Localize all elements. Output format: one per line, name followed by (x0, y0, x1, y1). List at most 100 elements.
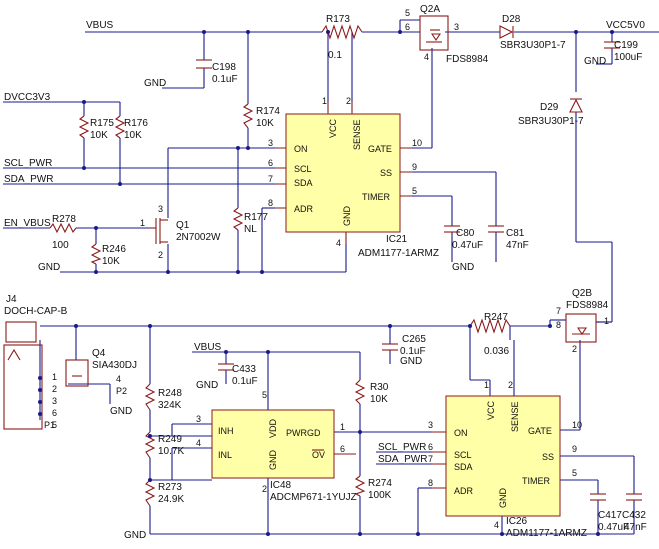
ic21-pin9: 9 (412, 162, 417, 172)
c199[interactable]: C199 100uF (604, 40, 642, 63)
r174-ref: R174 (256, 106, 280, 117)
c417[interactable]: C417 0.47uF (590, 493, 629, 533)
ic26-on-label: ON (454, 428, 468, 438)
r173[interactable]: R173 0.1 (321, 14, 363, 61)
ic48[interactable]: INH INL VDD GND PWRGD OV 3 4 5 2 1 6 IC4… (196, 390, 357, 503)
q2b-value: FDS8984 (566, 300, 609, 311)
r247[interactable]: R247 0.036 (469, 312, 511, 357)
j4-pin6: 6 (52, 408, 57, 418)
ic26-sense-label: SENSE (510, 401, 520, 432)
j4-pin2: 2 (52, 384, 57, 394)
ic26[interactable]: ON SCL SDA ADR VCC SENSE GND GATE SS TIM… (428, 380, 587, 539)
ic26-pin3: 3 (428, 420, 433, 430)
ic48-gnd-label: GND (268, 450, 278, 471)
net-gnd-q4: GND (110, 406, 132, 417)
q1-pin3: 3 (158, 204, 163, 214)
ic48-value: ADCMP671-1YUJZ (270, 492, 357, 503)
r176-value: 10K (124, 130, 142, 141)
ic21-pin4: 4 (336, 238, 341, 248)
q4-pin4: 4 (116, 374, 121, 384)
ic26-pin8: 8 (428, 478, 433, 488)
ic48-pin1: 1 (340, 422, 345, 432)
net-sda-pwr-bottom: SDA_PWR (378, 454, 427, 465)
r173-value: 0.1 (328, 50, 342, 61)
c432-value: 47nF (624, 522, 647, 533)
q1-pin2: 2 (158, 250, 163, 260)
r30[interactable]: R30 10K (354, 379, 389, 405)
d28[interactable]: D28 SBR3U30P1-7 (499, 14, 566, 51)
ic48-pin5: 5 (262, 390, 267, 400)
q4-value: SIA430DJ (92, 360, 137, 371)
r248[interactable]: R248 324K (144, 383, 182, 411)
bottom-junctions (38, 324, 600, 536)
net-scl-pwr-bottom: SCL_PWR (378, 442, 426, 453)
ic48-inl-label: INL (218, 450, 232, 460)
r278[interactable]: R278 100 (49, 214, 77, 251)
r175[interactable]: R175 10K (78, 115, 114, 141)
ic48-pin2: 2 (262, 484, 267, 494)
c198-value: 0.1uF (212, 74, 238, 85)
r177-value: NL (244, 224, 257, 235)
r278-value: 100 (52, 240, 69, 251)
q2a-pin3: 3 (454, 22, 459, 32)
c81[interactable]: C81 47nF (488, 225, 529, 251)
r177[interactable]: R177 NL (232, 207, 268, 235)
c198[interactable]: C198 0.1uF (196, 59, 238, 85)
r247-value: 0.036 (484, 346, 509, 357)
c265-ref: C265 (402, 334, 426, 345)
r30-ref: R30 (370, 382, 389, 393)
r249-ref: R249 (158, 434, 182, 445)
r274-value: 100K (368, 490, 392, 501)
ic26-pin5: 5 (572, 468, 577, 478)
q1[interactable]: 1 3 2 Q1 2N7002W (140, 204, 221, 260)
ic48-pwrgd-label: PWRGD (286, 428, 321, 438)
q2a[interactable]: 5 6 3 4 Q2A FDS8984 (405, 4, 489, 65)
q2b-pin7: 7 (556, 306, 561, 316)
r173-ref: R173 (326, 14, 350, 25)
ic21-pin3: 3 (268, 138, 273, 148)
c432-ref: C432 (622, 510, 646, 521)
ic26-gnd-label: GND (498, 488, 508, 509)
r176[interactable]: R176 10K (114, 115, 148, 141)
ic21-adr-label: ADR (294, 204, 314, 214)
r247-ref: R247 (484, 312, 508, 323)
top-junctions (82, 30, 614, 274)
ic21[interactable]: ON SCL SDA ADR VCC SENSE GND GATE SS TIM… (268, 96, 439, 259)
ic26-ss-label: SS (542, 452, 554, 462)
r274[interactable]: R274 100K (354, 475, 392, 501)
ic26-timer-label: TIMER (522, 476, 550, 486)
ic21-on-label: ON (294, 144, 308, 154)
r174[interactable]: R174 10K (242, 103, 280, 129)
d29[interactable]: D29 SBR3U30P1-7 (518, 98, 584, 127)
ic48-ov-label: OV (312, 450, 325, 460)
c265[interactable]: C265 0.1uF (382, 334, 426, 357)
q2b[interactable]: Q2B FDS8984 7 8 1 2 (556, 288, 609, 354)
ic26-adr-label: ADR (454, 486, 474, 496)
c432[interactable]: C432 47nF (622, 493, 647, 533)
q1-ref: Q1 (176, 220, 190, 231)
q2a-value: FDS8984 (446, 54, 489, 65)
net-gnd-c433: GND (196, 380, 218, 391)
j4-pin5: 5 (52, 420, 57, 430)
top-wires (3, 19, 659, 323)
r249[interactable]: R249 10.7K (144, 431, 184, 459)
ic48-pin6: 6 (340, 444, 345, 454)
net-vcc5v0: VCC5V0 (606, 20, 645, 31)
q2a-pin4: 4 (424, 52, 429, 62)
q4-ref: Q4 (92, 348, 106, 359)
j4-value: DOCH-CAP-B (4, 306, 68, 317)
q2b-pin8: 8 (556, 320, 561, 330)
j4[interactable]: J4 DOCH-CAP-B 1 2 3 6 5 P1 (3, 294, 68, 430)
r246[interactable]: R246 10K (90, 243, 126, 267)
net-sda-pwr-top: SDA_PWR (4, 174, 53, 185)
c265-value: 0.1uF (400, 346, 426, 357)
bottom-wires (39, 319, 635, 535)
c80[interactable]: C80 0.47uF (444, 225, 483, 251)
r249-value: 10.7K (158, 446, 184, 457)
q4[interactable]: Q4 SIA430DJ 4 P2 (65, 348, 137, 396)
r273[interactable]: R273 24.9K (144, 479, 184, 507)
c433[interactable]: C433 0.1uF (218, 363, 258, 387)
r174-value: 10K (256, 118, 274, 129)
d28-value: SBR3U30P1-7 (500, 40, 566, 51)
